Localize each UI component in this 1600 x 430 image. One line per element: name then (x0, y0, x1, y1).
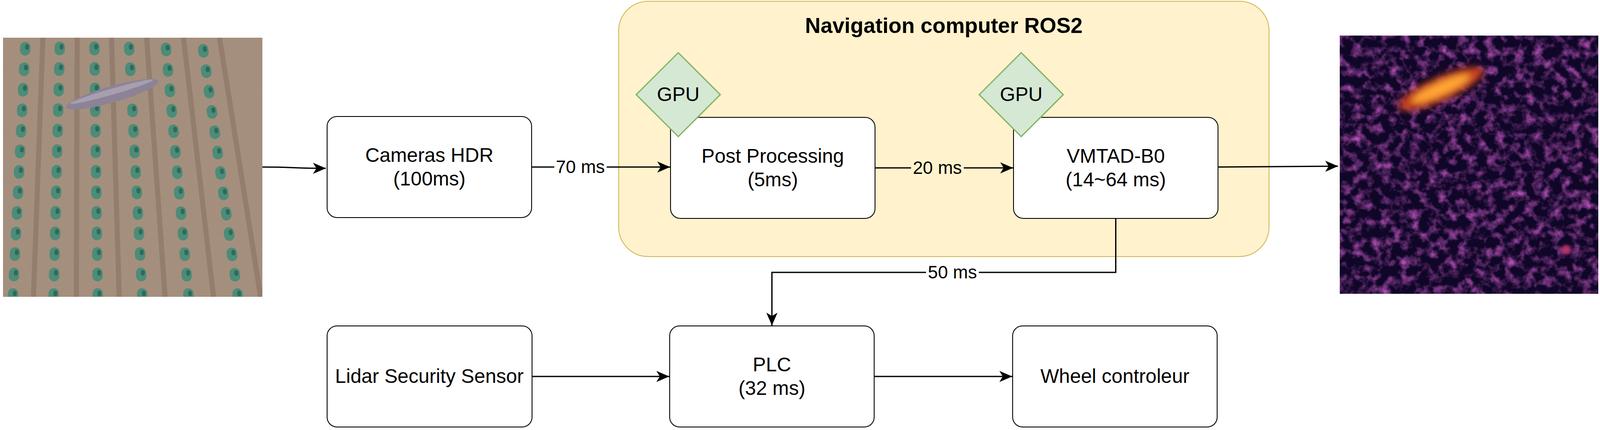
soil (3, 37, 263, 298)
connector (772, 219, 1116, 326)
furrows (33, 37, 261, 298)
log (63, 73, 161, 116)
connector (532, 376, 670, 378)
box-label: PLC (752, 353, 791, 377)
gpu-diamond: GPU (978, 51, 1065, 138)
process-box: Lidar Security Sensor (326, 325, 533, 428)
process-box: VMTAD-B0(14~64 ms) (1013, 117, 1219, 220)
heatmap-spot (1561, 245, 1571, 255)
edge-label: 20 ms (911, 157, 964, 178)
edge-label: 50 ms (926, 262, 979, 283)
edge-label-holder: 20 ms (911, 157, 964, 179)
input-arrow (262, 167, 326, 169)
edge-label-holder: 70 ms (554, 156, 607, 178)
box-label: Wheel controleur (1040, 364, 1190, 389)
attention-heatmap (1339, 35, 1599, 295)
field-photo (3, 37, 263, 298)
box-label: (14~64 ms) (1065, 168, 1167, 192)
process-box: PLC(32 ms) (669, 325, 875, 428)
box-label: (100ms) (393, 167, 466, 191)
edge-label: 70 ms (554, 156, 607, 178)
box-label: VMTAD-B0 (1066, 144, 1165, 169)
box-label: Cameras HDR (365, 143, 494, 168)
heatmap-ground (1339, 35, 1599, 295)
box-label: (32 ms) (738, 376, 806, 401)
output-arrow (1217, 166, 1339, 168)
crop-leaves (14, 37, 240, 298)
soil-grain (3, 37, 263, 298)
heatmap-hotspot (1393, 58, 1489, 119)
process-box: Cameras HDR(100ms) (326, 116, 533, 219)
computer-band: Navigation computer ROS2GPU Post Processi… (618, 0, 1270, 258)
process-box: Wheel controleur (1012, 325, 1218, 428)
edge-group (532, 167, 1116, 377)
crop-rows (12, 37, 238, 298)
heatmap-noise (1339, 35, 1599, 295)
process-box: Post Processing(5ms) (670, 117, 876, 220)
edge-label-holder: 50 ms (926, 262, 979, 283)
box-label: Post Processing (701, 144, 844, 169)
connector (874, 376, 1013, 378)
diamond-label: GPU (999, 82, 1043, 107)
gpu-diamond: GPU (635, 51, 722, 138)
box-label: (5ms) (747, 168, 799, 192)
log-highlight (69, 77, 154, 107)
box-label: Lidar Security Sensor (335, 364, 524, 389)
band-title: Navigation computer ROS2 (619, 1, 1269, 39)
diamond-label: GPU (656, 82, 700, 107)
